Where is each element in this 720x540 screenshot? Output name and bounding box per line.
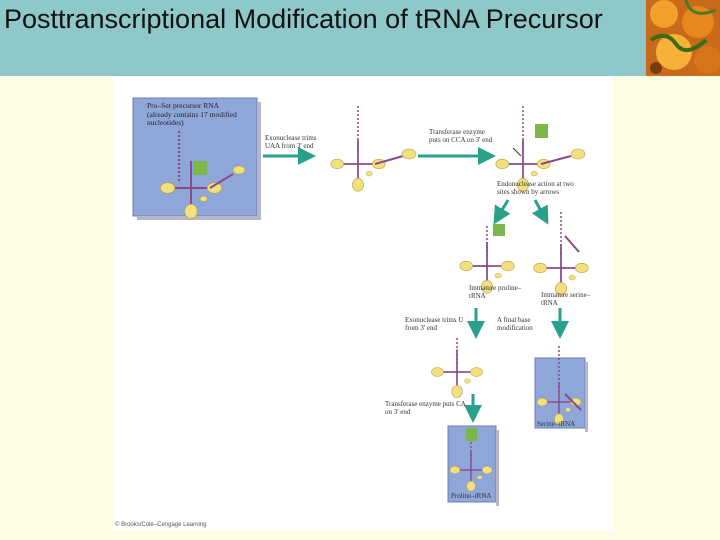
step-exonuclease-uaa: Exonuclease trims UAA from 3' end: [265, 134, 317, 150]
step-exonuclease-u: Exonuclease trims U from 3' end: [405, 316, 464, 332]
step-transferase-ca: Transferase enzyme puts CA on 3' end: [385, 400, 466, 416]
immature-proline-label: Immature proline–tRNA: [469, 284, 522, 300]
step-transferase-cca: Transferase enzyme puts on CCA on 3' end: [429, 128, 493, 144]
slide-title: Posttranscriptional Modification of tRNA…: [4, 4, 603, 34]
title-bar: [0, 0, 720, 76]
step-endonuclease: Endonuclease action at two sites shown b…: [497, 180, 574, 196]
mature-serine-label: Serine–tRNA: [537, 420, 576, 428]
mature-proline-label: Proline–tRNA: [451, 492, 492, 500]
precursor-label: Pro–Ser precursor RNA (already contains …: [147, 101, 237, 127]
trna-processing-figure: Pro–Ser precursor RNA (already contains …: [113, 76, 613, 530]
immature-serine-label: Immature serine–tRNA: [541, 291, 591, 307]
corner-decorative-image: [646, 0, 720, 76]
trna-diagram-graphic: [132, 97, 590, 506]
copyright-credit: © Brooks/Cole–Cengage Learning: [115, 522, 207, 528]
step-final-modification: A final base modification: [497, 316, 533, 332]
